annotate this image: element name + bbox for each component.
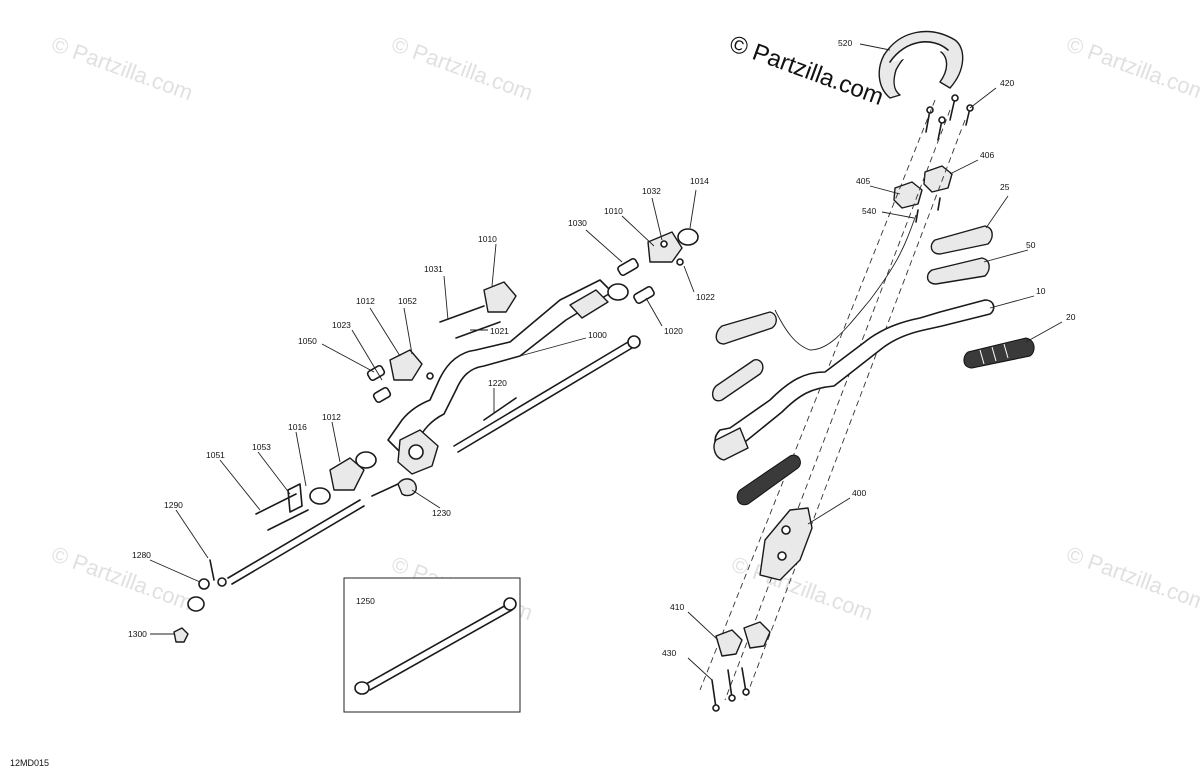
clamp-1012-upper [389,349,423,381]
callout-1012-lower: 1012 [322,412,341,422]
callout-540: 540 [862,206,876,216]
callout-1030: 1030 [568,218,587,228]
grip-20-ribs [979,343,1009,365]
cable-540 [774,214,917,351]
callout-1051: 1051 [206,450,225,460]
spacer-1030 [617,257,639,277]
bolt-1051 [255,493,297,515]
ball-end [187,596,205,612]
callout-10: 10 [1036,286,1046,296]
watermark-top-center: © Partzilla.com [388,31,536,105]
callout-1290: 1290 [164,500,183,510]
inset-rod [365,603,509,685]
callout-1052: 1052 [398,296,417,306]
callout-25: 25 [1000,182,1010,192]
grip-cover-25 [930,225,993,255]
left-grip [736,454,801,506]
bolts-430 [711,667,750,712]
callout-1023: 1023 [332,320,351,330]
bracket-1016 [287,483,303,513]
bolt-1220 [483,397,517,421]
callout-406: 406 [980,150,994,160]
bolt-1290 [209,559,215,581]
clamp-406 [923,165,953,193]
watermark-low-center: © Partzilla.com [728,551,876,625]
callout-1020: 1020 [664,326,683,336]
clamp-410-right [743,621,771,649]
handlebar-assembly [699,30,1035,712]
steering-column-assembly [173,228,699,643]
clamp-1010-mid [483,281,517,313]
bushing-upper [569,289,609,319]
callout-1031: 1031 [424,264,443,274]
callout-50: 50 [1026,240,1036,250]
callout-1021: 1021 [490,326,509,336]
nut-1300 [173,627,189,643]
callout-430: 430 [662,648,676,658]
riser-400 [759,507,813,581]
callout-1010-mid: 1010 [478,234,497,244]
inset-1250 [343,577,521,713]
callout-20: 20 [1066,312,1076,322]
grip-cover-50 [926,257,990,285]
ball-joint-1230 [397,478,417,497]
spacer-1020 [633,285,655,305]
callout-1053: 1053 [252,442,271,452]
handlebar-10-left-end [713,427,749,461]
callout-1250: 1250 [356,596,375,606]
callout-1280: 1280 [132,550,151,560]
watermark-top-left: © Partzilla.com [48,31,196,105]
washer-1280 [198,578,210,590]
callout-410: 410 [670,602,684,612]
watermark-top-right: © Partzilla.com [1063,31,1200,105]
watermark-mid-left: © Partzilla.com [48,541,196,615]
spacer-1023 [372,386,392,404]
callout-1230: 1230 [432,508,451,518]
grip-20 [963,337,1035,369]
callout-405: 405 [856,176,870,186]
callout-1022: 1022 [696,292,715,302]
bolt-1053 [267,509,309,531]
clamp-405 [893,181,923,209]
callout-1014: 1014 [690,176,709,186]
callout-1016: 1016 [288,422,307,432]
lower-rod [227,499,361,579]
leader-lines [149,43,1063,681]
callout-1000: 1000 [588,330,607,340]
callout-numbers: 520 420 406 405 540 25 50 10 20 400 410 … [128,38,1076,658]
left-sleeve-upper [711,359,764,402]
callout-1012-upper: 1012 [356,296,375,306]
bolts-420 [925,94,974,141]
copyright-text: © Partzilla.com [726,30,887,111]
clamp-1012-lower [329,457,365,491]
clamp-410-left [715,629,743,657]
callout-1032: 1032 [642,186,661,196]
callout-1300: 1300 [128,629,147,639]
callout-1220: 1220 [488,378,507,388]
callout-520: 520 [838,38,852,48]
callout-1050: 1050 [298,336,317,346]
callout-1010-upper: 1010 [604,206,623,216]
callout-400: 400 [852,488,866,498]
callout-420: 420 [1000,78,1014,88]
left-sleeve-lower [715,311,777,345]
tie-rod [453,341,629,447]
watermark-mid-right: © Partzilla.com [1063,541,1200,615]
diagram-code: 12MD015 [10,758,49,768]
spacer-1050 [366,364,386,382]
watermarks: © Partzilla.com © Partzilla.com © Partzi… [48,31,1200,625]
pad-520-inner [889,41,949,63]
